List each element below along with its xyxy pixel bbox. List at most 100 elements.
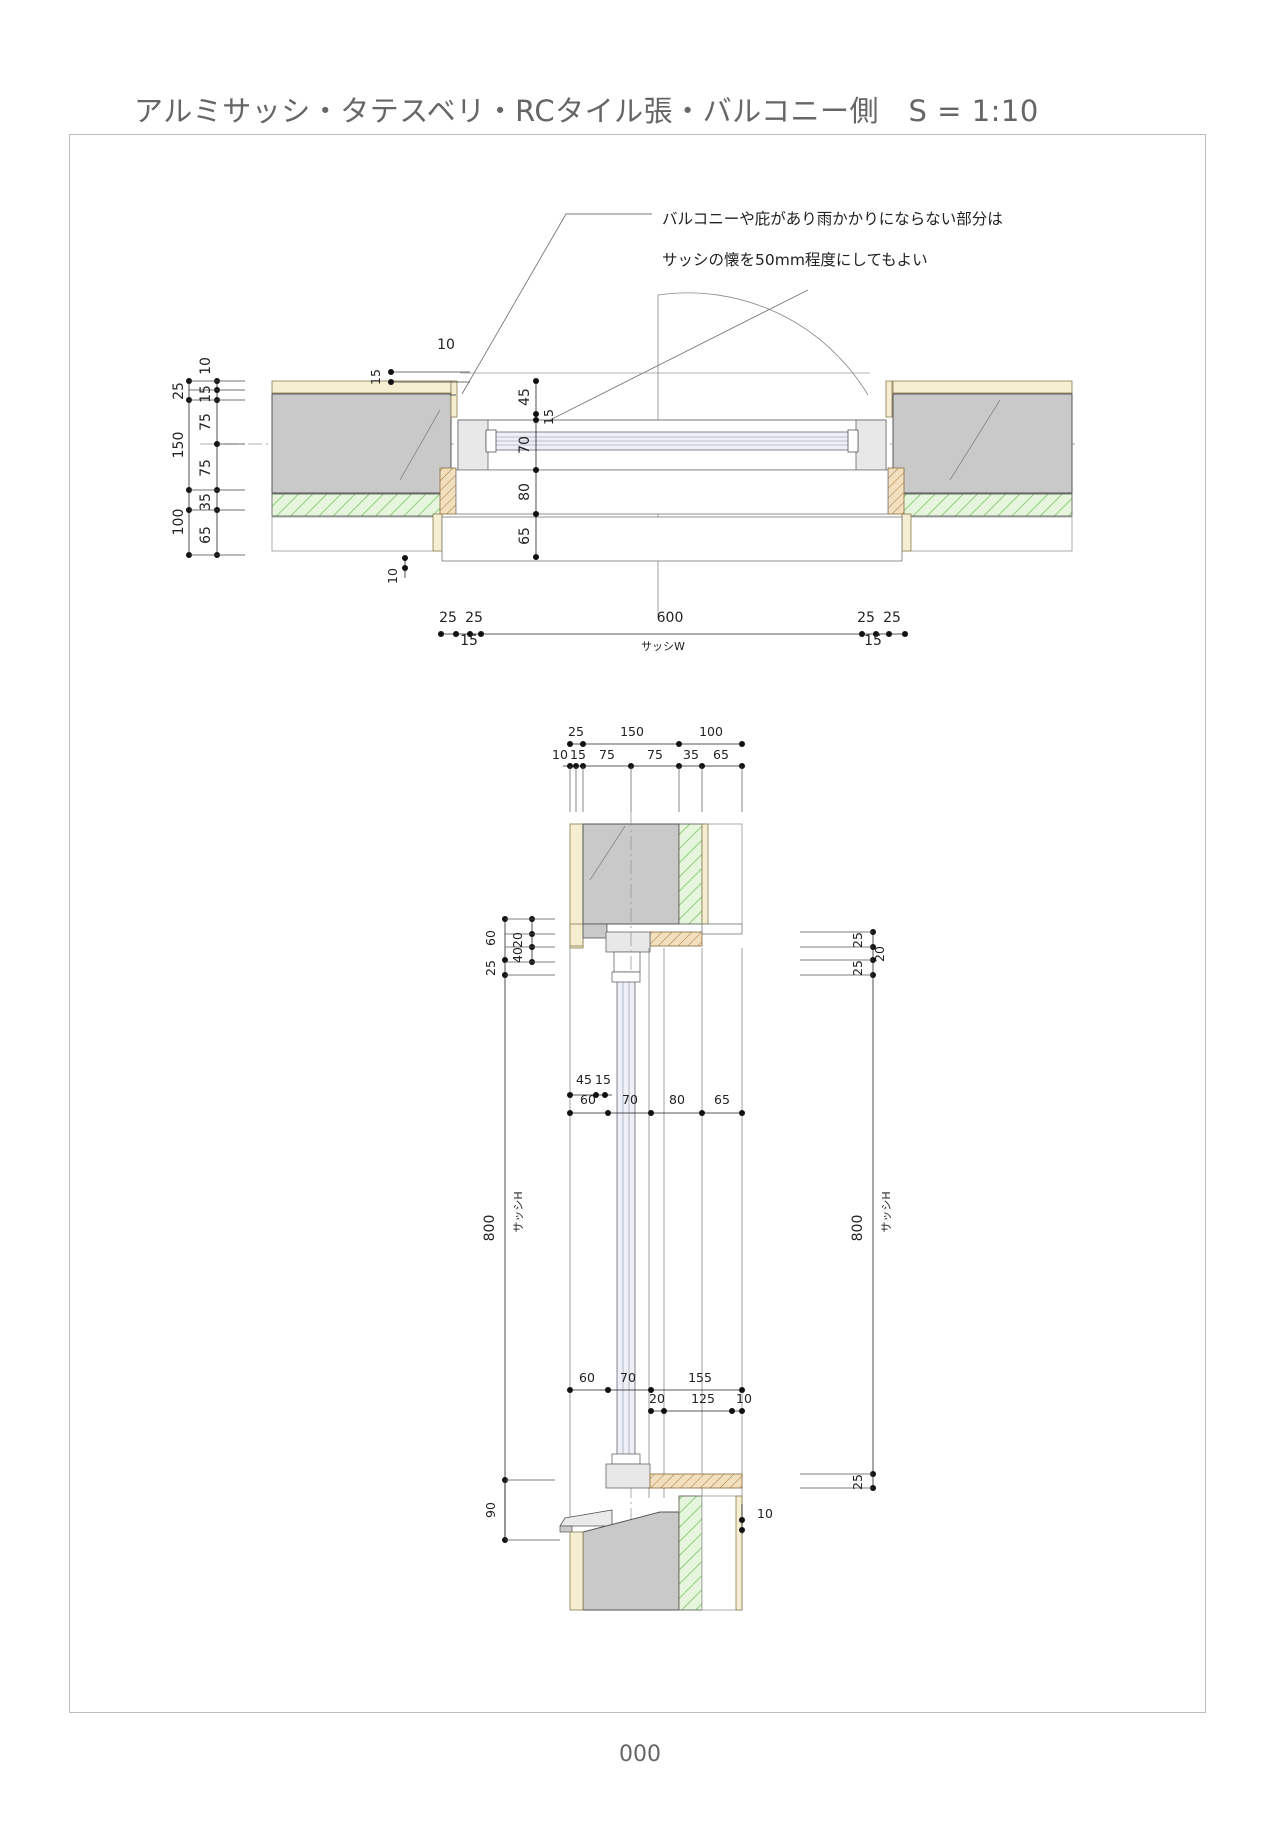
plan-dim-65b: 65 bbox=[517, 527, 533, 545]
page-title: アルミサッシ・タテスベリ・RCタイル張・バルコニー側 S = 1:10 bbox=[134, 94, 1039, 128]
sec-mid-60: 60 bbox=[580, 1092, 596, 1107]
sec-sill-125: 125 bbox=[691, 1391, 715, 1406]
sec-height-800-right: 800 bbox=[850, 1215, 866, 1242]
sec-mid-70: 70 bbox=[622, 1092, 638, 1107]
plan-right-board bbox=[901, 513, 912, 552]
plan-dim-65: 65 bbox=[198, 526, 214, 544]
sec-mid-65: 65 bbox=[714, 1092, 730, 1107]
sec-upper-insulation bbox=[678, 823, 703, 925]
annotation-note: バルコニーや庇があり雨かかりにならない部分は サッシの懐を50mm程度にしてもよ… bbox=[461, 210, 1003, 423]
sec-head-60: 60 bbox=[483, 930, 498, 946]
sec-height-800-left: 800 bbox=[482, 1215, 498, 1242]
plan-sash-jamb-left bbox=[457, 419, 489, 471]
plan-interior-casing bbox=[455, 469, 889, 515]
sec-dim-10: 10 bbox=[552, 747, 568, 762]
plan-sash-w-label: サッシW bbox=[641, 640, 685, 653]
plan-dim-600: 600 bbox=[657, 610, 684, 626]
plan-dim-l15: 15 bbox=[460, 633, 478, 649]
sec-dim-150: 150 bbox=[620, 724, 644, 739]
plan-dim-r25b: 25 bbox=[883, 610, 901, 626]
plan-dim-75b: 75 bbox=[198, 459, 214, 477]
plan-left-board bbox=[432, 513, 443, 552]
sec-sill-left-90: 90 bbox=[483, 1502, 498, 1518]
sec-sill-flashing bbox=[559, 1509, 613, 1527]
plan-left-interior bbox=[271, 516, 443, 552]
plan-dim-l25a: 25 bbox=[439, 610, 457, 626]
sec-dim-75b: 75 bbox=[647, 747, 663, 762]
plan-left-wood-jamb bbox=[439, 467, 457, 515]
sec-mid-80: 80 bbox=[669, 1092, 685, 1107]
sec-head-20: 20 bbox=[510, 932, 525, 948]
page-number: 000 bbox=[619, 1742, 661, 1767]
sec-sill-155: 155 bbox=[688, 1370, 712, 1385]
sec-dim-35: 35 bbox=[683, 747, 699, 762]
sec-mid-45: 45 bbox=[576, 1072, 592, 1087]
plan-right-corner-tile bbox=[885, 380, 893, 418]
sec-lower-concrete bbox=[582, 1511, 680, 1611]
plan-dim-bottom-10: 10 bbox=[385, 568, 400, 584]
plan-dim-10: 10 bbox=[198, 357, 214, 375]
plan-dim-70: 70 bbox=[517, 436, 533, 454]
plan-detail: 25 10 15 75 150 75 35 100 65 10 15 45 15… bbox=[171, 292, 1075, 653]
plan-dim-l25b: 25 bbox=[465, 610, 483, 626]
plan-interior-trim bbox=[441, 516, 903, 562]
plan-dim-150: 150 bbox=[171, 432, 187, 459]
sec-sill-20: 20 bbox=[649, 1391, 665, 1406]
plan-left-tile bbox=[271, 380, 452, 394]
plan-right-concrete-mark bbox=[949, 399, 1001, 481]
note-line-1: バルコニーや庇があり雨かかりにならない部分は bbox=[662, 210, 1003, 228]
sec-head-frame bbox=[605, 931, 651, 953]
plan-dim-80: 80 bbox=[517, 483, 533, 501]
plan-left-concrete bbox=[271, 393, 452, 494]
leader-right bbox=[545, 289, 809, 423]
sec-sill-10: 10 bbox=[736, 1391, 752, 1406]
plan-dim-top-15: 15 bbox=[368, 369, 383, 385]
plan-swing-arc bbox=[657, 292, 869, 396]
plan-left-concrete-mark bbox=[399, 409, 441, 481]
plan-left-corner-tile bbox=[450, 380, 458, 418]
plan-dim-r15: 15 bbox=[864, 633, 882, 649]
plan-dim-100: 100 bbox=[171, 509, 187, 536]
plan-dim-25: 25 bbox=[171, 382, 187, 400]
plan-dim-35: 35 bbox=[198, 493, 214, 511]
sec-sill-60: 60 bbox=[579, 1370, 595, 1385]
plan-dim-top-10: 10 bbox=[437, 337, 455, 353]
sec-sill-frame bbox=[605, 1463, 651, 1489]
sec-rhead-25b: 25 bbox=[850, 960, 865, 976]
sec-lower-insulation bbox=[678, 1495, 703, 1611]
sec-head-25: 25 bbox=[483, 960, 498, 976]
sec-head-40: 40 bbox=[510, 947, 525, 963]
plan-dim-45: 45 bbox=[517, 388, 533, 406]
sec-dim-15: 15 bbox=[570, 747, 586, 762]
sec-dim-75a: 75 bbox=[599, 747, 615, 762]
plan-right-wood-jamb bbox=[887, 467, 905, 515]
plan-right-tile bbox=[892, 380, 1073, 394]
plan-right-concrete bbox=[892, 393, 1073, 494]
sec-dim-65: 65 bbox=[713, 747, 729, 762]
sec-dim-25: 25 bbox=[568, 724, 584, 739]
leader-left bbox=[461, 213, 652, 395]
note-line-2: サッシの懐を50mm程度にしてもよい bbox=[662, 251, 928, 269]
plan-dim-r25a: 25 bbox=[857, 610, 875, 626]
sec-sash-h-left: サッシH bbox=[512, 1191, 525, 1232]
plan-left-insulation bbox=[271, 493, 443, 517]
sec-sill-right-25: 25 bbox=[850, 1474, 865, 1490]
sec-dim-100: 100 bbox=[699, 724, 723, 739]
section-detail: 25 150 100 10 15 75 75 35 65 bbox=[482, 724, 893, 1611]
plan-dim-15b: 15 bbox=[541, 409, 556, 425]
sec-head-wood bbox=[649, 931, 703, 947]
sec-sill-70: 70 bbox=[620, 1370, 636, 1385]
plan-right-interior bbox=[901, 516, 1073, 552]
sec-rhead-20: 20 bbox=[872, 946, 887, 962]
sec-sill-wood bbox=[649, 1473, 743, 1489]
drawing-frame bbox=[69, 134, 1206, 1713]
plan-dim-75a: 75 bbox=[198, 413, 214, 431]
plan-right-insulation bbox=[901, 493, 1073, 517]
sec-lower-tile bbox=[569, 1531, 584, 1611]
sec-rhead-25a: 25 bbox=[850, 932, 865, 948]
sec-sash-h-right: サッシH bbox=[880, 1191, 893, 1232]
plan-dim-15: 15 bbox=[198, 385, 214, 403]
sec-mid-15: 15 bbox=[595, 1072, 611, 1087]
sec-sill-small-10: 10 bbox=[757, 1506, 773, 1521]
